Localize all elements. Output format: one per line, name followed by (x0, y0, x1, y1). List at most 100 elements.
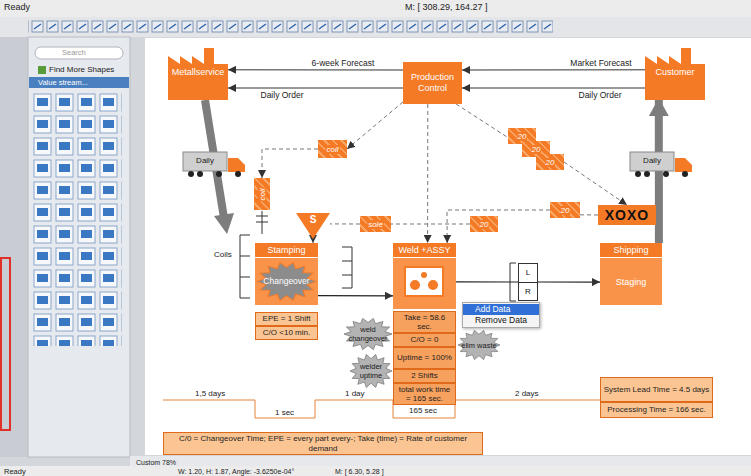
data-box: C/O = 0 (393, 333, 456, 347)
kaizen-burst: weld changeover (344, 318, 392, 350)
signal-kanban: S (296, 213, 330, 239)
supermarket-box: LR (518, 263, 538, 301)
info-flow (564, 162, 627, 205)
truck-icon: Daily (630, 152, 692, 178)
data-box: System Lead Time = 4.5 days (600, 377, 713, 402)
material-flow (456, 281, 518, 282)
data-box: Uptime = 100% (393, 347, 456, 369)
label-text: 165 sec (409, 406, 437, 415)
node-text: S (296, 213, 330, 226)
side-strip (0, 37, 28, 457)
node-text: Metallservice (168, 67, 228, 77)
process-box: StampingChangeover (255, 243, 318, 305)
node-text: Stamping (255, 243, 318, 258)
info-flow (228, 88, 403, 89)
data-box: total work time = 165 sec. (393, 383, 456, 405)
toolbar (0, 17, 751, 37)
node-text: Uptime = 100% (397, 353, 452, 363)
inventory-rack (342, 247, 352, 288)
node-text: EPE = 1 Shift (263, 314, 311, 324)
label-text: W: 1.20, H: 1.87, Angle: -3.6250e-04° (178, 467, 294, 476)
kanban-card: coil (254, 178, 270, 210)
data-box: 2 Shifts (393, 369, 456, 383)
data-box: EPE = 1 Shift (255, 312, 318, 326)
label-text: M: [ 308.29, 164.27 ] (405, 3, 488, 12)
node-text: Changeover (263, 277, 309, 286)
context-menu: Add DataRemove Data (462, 302, 540, 328)
truck-outline (183, 152, 245, 178)
info-flow (580, 214, 598, 215)
arrow-head (214, 213, 234, 234)
kanban-card: 20 (536, 154, 564, 170)
edge-label: Daily Order (259, 90, 306, 100)
node-text: C/O <10 min. (263, 328, 310, 338)
material-flow (318, 295, 393, 296)
data-box: Take = 58.6 sec. (393, 311, 456, 333)
kaizen-burst: Changeover (257, 262, 316, 301)
edge-label: 6-week Forecast (310, 58, 377, 68)
search-box (35, 47, 123, 59)
node-text: XOXO (605, 207, 649, 223)
node-text: Customer (645, 67, 705, 77)
node-text: Take = 58.6 sec. (396, 313, 453, 332)
load-leveling-box: XOXO (598, 205, 656, 225)
node-text: 20 (560, 206, 571, 215)
timeline (163, 400, 600, 418)
node-text: elim waste (461, 341, 496, 350)
truck-outline (630, 152, 692, 178)
node-text: Weld +ASSY (393, 243, 456, 258)
truck-icon: Daily (183, 152, 245, 178)
kanban-card: sole (360, 216, 391, 232)
label-text: 1,5 days (195, 389, 225, 398)
label-text: Coils (214, 250, 232, 259)
node-text: 20 (531, 145, 542, 154)
data-box: C/O <10 min. (255, 326, 318, 340)
label-text: Ready (4, 3, 30, 12)
node-text: 20 (517, 132, 528, 141)
material-flow (538, 281, 600, 282)
canvas (145, 38, 751, 455)
kaizen-burst: elim waste (458, 330, 500, 360)
info-flow (262, 149, 318, 178)
inventory-rack (240, 235, 250, 298)
node-text: Staging (600, 258, 662, 305)
library-header (29, 77, 129, 88)
status-bar (0, 466, 751, 476)
info-flow (447, 210, 550, 243)
factory-icon: Customer (645, 48, 705, 100)
node-text: 20 (545, 158, 556, 167)
node-text: L (519, 264, 537, 283)
info-flow (427, 104, 428, 243)
label-text: M: [ 6.30, 5.28 ] (335, 467, 384, 476)
process-box: Weld +ASSY (393, 243, 456, 309)
node-text: C/O = 0 (411, 335, 439, 345)
node-text: R (519, 283, 537, 301)
node-text: 2 Shifts (411, 371, 438, 381)
node-text: welder uptime (353, 362, 389, 380)
edge-label: Market Forecast (568, 58, 633, 68)
label-text: 1 day (345, 389, 365, 398)
info-flow (462, 69, 645, 70)
factory-icon: Metallservice (168, 48, 228, 100)
shapes-icon (38, 66, 46, 74)
label-text: 2 days (515, 389, 539, 398)
node-text: Remove Data (463, 315, 539, 326)
node-text: Daily (630, 156, 674, 166)
kanban-card: coil (318, 140, 347, 158)
label-text: Find More Shapes (49, 65, 114, 74)
node-text: coil (325, 145, 339, 154)
label-text: Value stream... (38, 78, 88, 87)
node-text: sole (367, 220, 384, 229)
library-panel (28, 37, 130, 457)
kanban-card: 20 (470, 216, 498, 232)
process-box: ShippingStaging (600, 243, 662, 305)
label-text: 1 sec (275, 408, 294, 417)
title-bar (0, 0, 751, 17)
toolbar-icons (28, 18, 553, 36)
node-text: Daily (183, 156, 227, 166)
node-text: Add Data (463, 304, 539, 315)
label-text: Search (62, 48, 86, 57)
info-flow (347, 102, 403, 149)
node-text: Production Control (405, 72, 460, 94)
edge-label: Daily Order (577, 90, 624, 100)
